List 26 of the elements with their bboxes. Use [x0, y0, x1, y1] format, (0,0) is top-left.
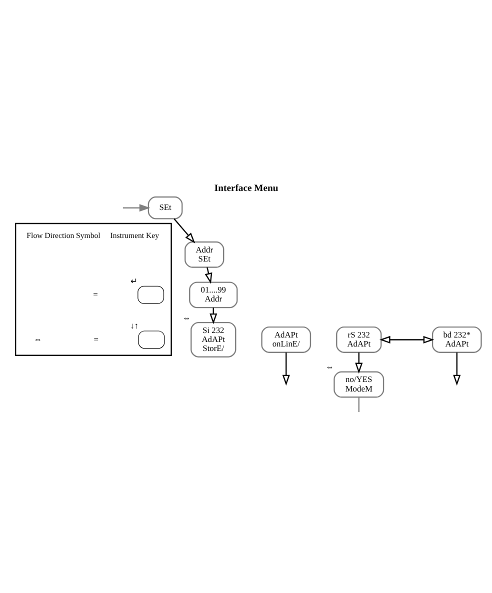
arrow [204, 266, 212, 284]
node-label: ↓↑ [130, 321, 139, 330]
node-box: AdAPt onLinE/ [261, 326, 312, 352]
connector [358, 396, 360, 412]
node-box: Si 232 AdAPt StorE/ [190, 321, 236, 357]
diagram-title: Interface Menu [214, 182, 278, 194]
node-box: bd 232* AdAPt [432, 326, 482, 352]
label: ⇔ [34, 334, 42, 344]
arrow [355, 352, 363, 374]
node-box: Addr SEt [184, 240, 224, 268]
node-box: no/YES ModeM [334, 370, 384, 398]
arrow [379, 335, 434, 343]
node-box: 01....99 Addr [189, 281, 238, 308]
label: = [93, 290, 98, 299]
arrow [282, 352, 290, 386]
node-label: ⇔ [326, 362, 334, 372]
arrow [174, 218, 196, 243]
node-label: ⇔ [182, 312, 191, 322]
node-box: rS 232 AdAPt [336, 326, 382, 352]
node-box [138, 285, 164, 304]
arrow [453, 352, 461, 386]
node-box [138, 330, 165, 348]
arrow [122, 204, 150, 212]
node-box: SEt [148, 196, 183, 219]
label: = [94, 334, 99, 344]
node-label: ↵ [130, 276, 138, 286]
